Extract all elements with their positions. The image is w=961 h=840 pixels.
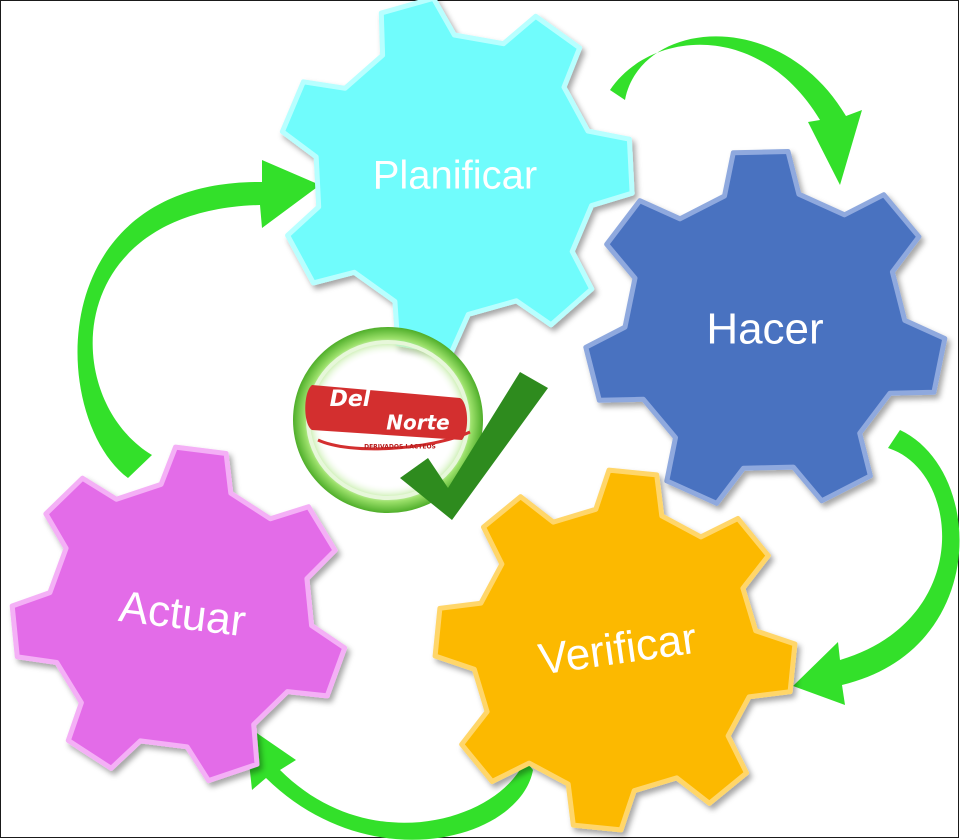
gear-planificar-shape xyxy=(279,0,635,356)
gear-hacer-label: Hacer xyxy=(706,305,823,354)
arrow-planificar-to-hacer xyxy=(610,36,862,185)
gear-actuar-shape xyxy=(9,444,348,784)
gear-actuar: Actuar xyxy=(9,444,348,784)
del-norte-logo: Del Norte DERIVADOS LACTEOS xyxy=(293,327,548,520)
logo-badge xyxy=(305,385,468,440)
logo-subtitle: DERIVADOS LACTEOS xyxy=(364,444,436,451)
logo-line2: Norte xyxy=(386,411,449,435)
gear-hacer: Hacer xyxy=(583,149,948,506)
logo-swoosh xyxy=(317,430,471,451)
logo-line1: Del xyxy=(330,387,371,412)
gear-hacer-shape xyxy=(583,149,948,506)
cycle-arrows xyxy=(77,36,960,840)
checkmark-icon xyxy=(400,372,548,520)
arrow-actuar-to-planificar xyxy=(77,160,320,478)
gear-planificar-label: Planificar xyxy=(373,154,538,198)
arrow-verificar-to-actuar xyxy=(245,725,533,840)
gear-verificar: Verificar xyxy=(432,467,798,833)
gear-planificar: Planificar xyxy=(279,0,635,356)
arrow-hacer-to-verificar xyxy=(793,430,960,705)
gear-verificar-shape xyxy=(432,467,798,833)
